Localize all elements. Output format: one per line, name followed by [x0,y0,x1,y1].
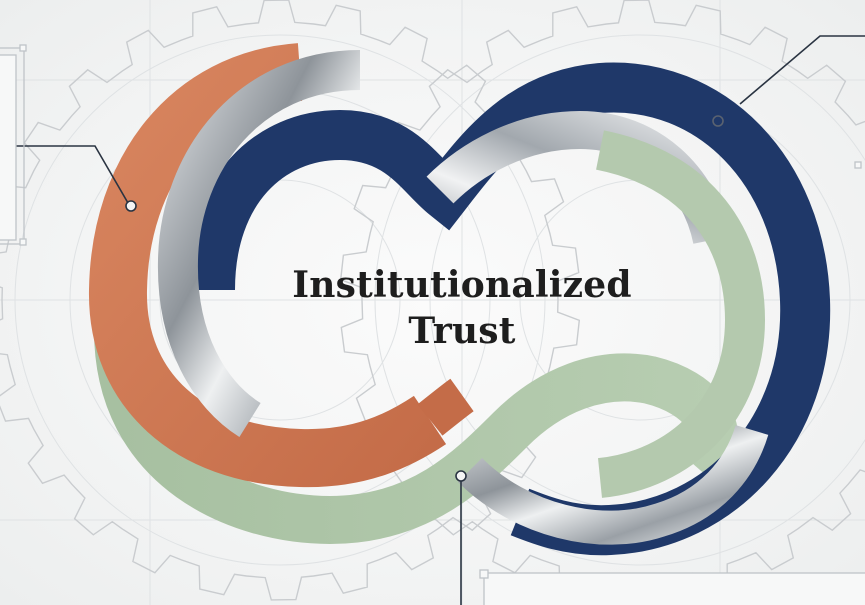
blueprint-panels [0,44,865,605]
diagram-title: Institutionalized Trust [232,262,692,354]
callout-node-icon [125,200,137,212]
steel-band-left [157,50,361,437]
sage-band [94,329,739,545]
interlocking-bands [88,43,831,556]
steel-band-lower [457,424,769,545]
title-line-2: Trust [408,310,516,352]
title-line-1: Institutionalized [292,264,632,306]
orange-band-inner [417,378,474,436]
gear-outline-icon [339,0,865,601]
callout-node-icon [455,470,467,482]
callout-node-icon [712,115,724,127]
sage-band-right [595,130,766,498]
gear-outline-icon [0,0,581,601]
orange-band [88,43,447,488]
callout-lines [0,35,865,605]
